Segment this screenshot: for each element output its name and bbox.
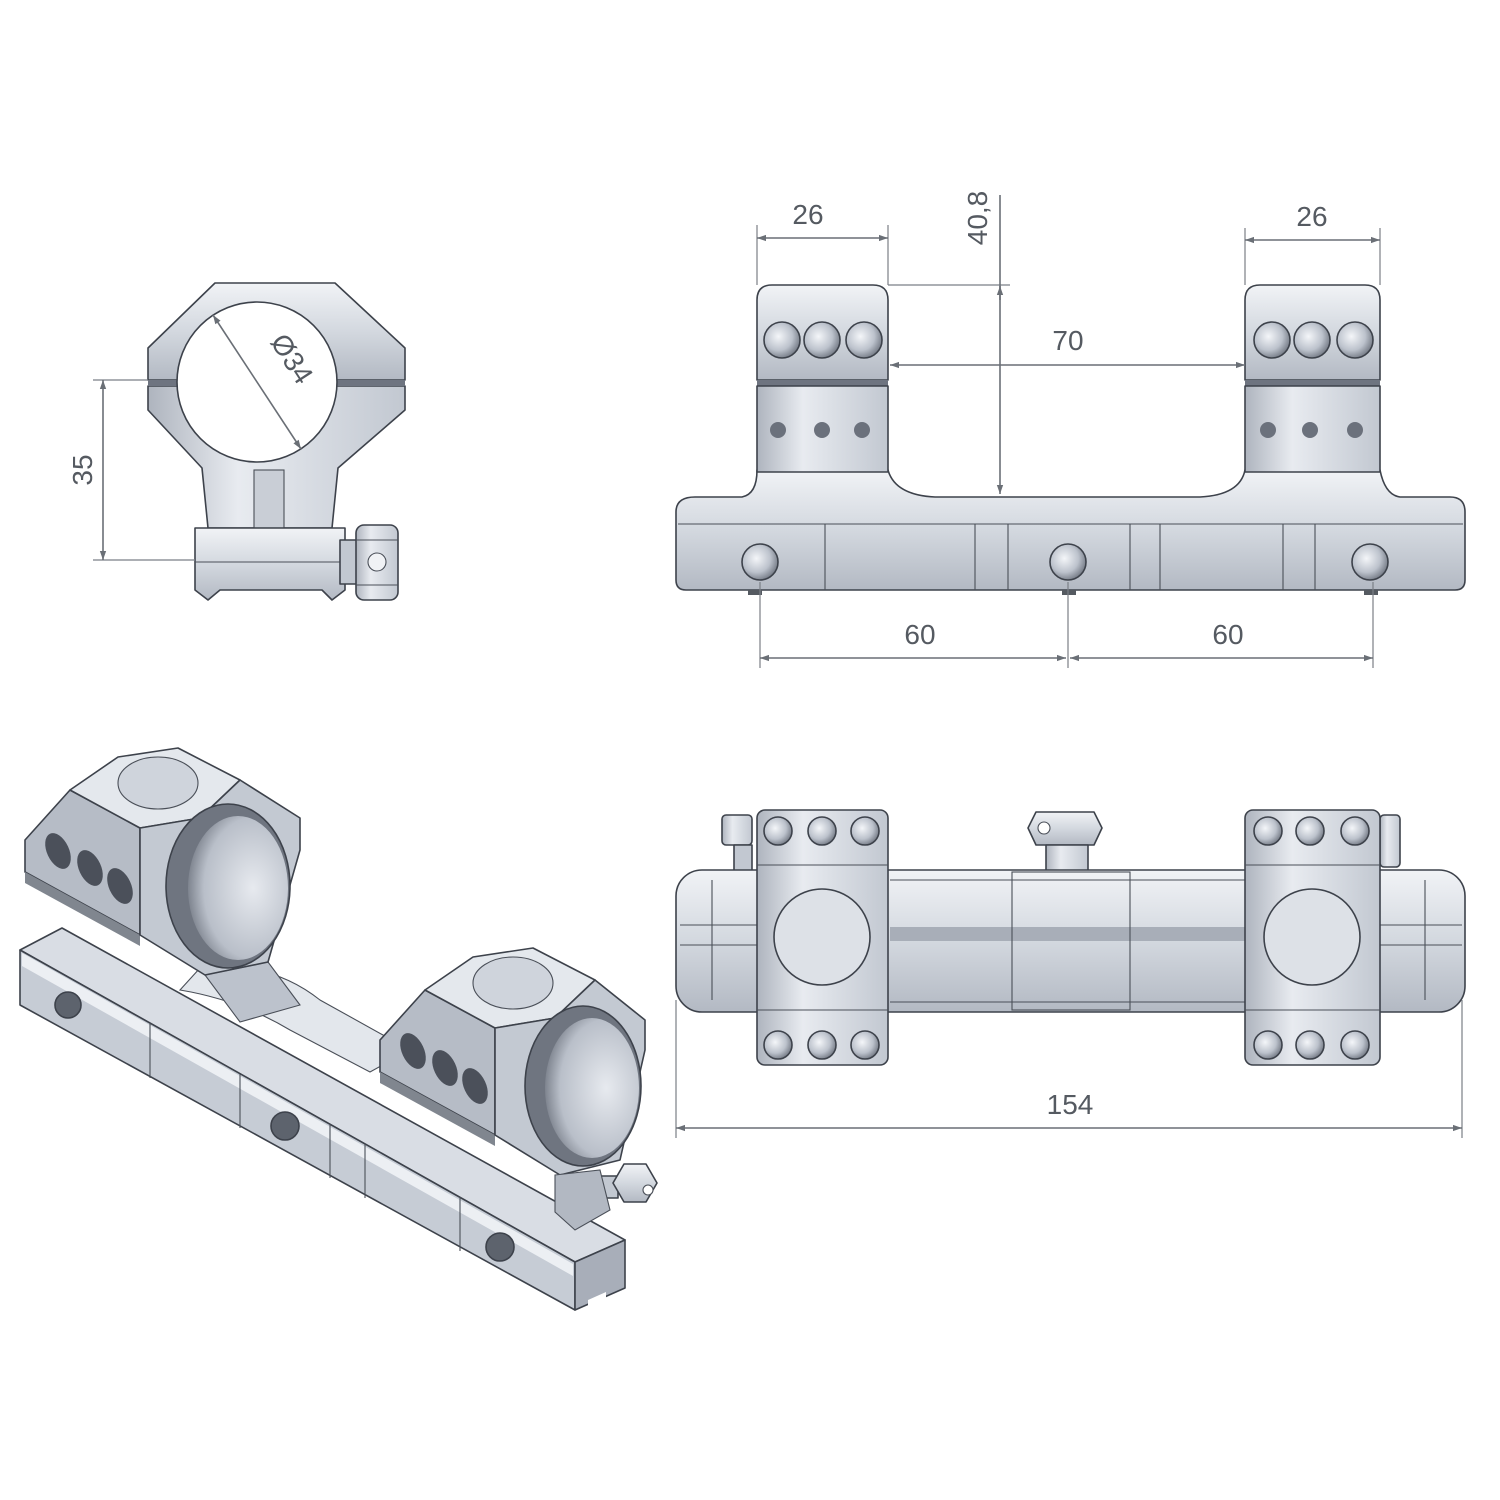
nut-hole-icon — [367, 552, 387, 572]
iso-cap-screw-icon — [400, 1033, 426, 1069]
recoil-lug-left-icon — [741, 543, 779, 581]
left-bolt-spacing-label: 60 — [904, 619, 935, 650]
torx-screw-icon — [1340, 1030, 1370, 1060]
torx-screw-icon — [1253, 1030, 1283, 1060]
diameter-dimension-line — [212, 314, 302, 450]
iso-knob-nut — [612, 1163, 658, 1203]
base-screw-hole-icon — [814, 422, 830, 438]
top-view: 154 — [675, 809, 1466, 1138]
center-block-outline — [1011, 871, 1131, 1011]
cap-screw-icon — [845, 321, 883, 359]
left-ring-width-label: 26 — [792, 199, 823, 230]
base-section-lines — [824, 524, 1316, 590]
iso-lug-middle-icon — [270, 1111, 300, 1141]
recoil-lug-middle-icon — [1049, 543, 1087, 581]
iso-base-end — [574, 1239, 626, 1311]
height-label: 35 — [67, 454, 98, 485]
cap-screw-icon — [803, 321, 841, 359]
iso-left-ring — [24, 747, 301, 976]
center-knob-nut — [1027, 811, 1103, 846]
lug-tab — [1364, 590, 1378, 595]
right-ring-side — [1244, 284, 1381, 473]
base-screw-hole-icon — [854, 422, 870, 438]
ring-top-recess — [773, 888, 871, 986]
torx-screw-icon — [1340, 816, 1370, 846]
iso-base-front-highlight — [22, 953, 573, 1276]
left-clamp-shaft — [733, 844, 753, 872]
iso-ring-split — [380, 1072, 495, 1146]
base-screw-hole-icon — [1302, 422, 1318, 438]
lug-tab — [748, 590, 762, 595]
iso-cap-screw-icon — [462, 1068, 488, 1104]
recoil-lug-right-icon — [1351, 543, 1389, 581]
base-screw-hole-icon — [1260, 422, 1276, 438]
right-ring-split — [1245, 380, 1380, 386]
right-bolt-spacing-label: 60 — [1212, 619, 1243, 650]
base-screw-hole-icon — [1347, 422, 1363, 438]
iso-ring-bore-inner — [545, 1018, 639, 1158]
cap-screw-icon — [763, 321, 801, 359]
isometric-view — [19, 747, 658, 1311]
base-screw-hole-icon — [770, 422, 786, 438]
torx-screw-icon — [763, 816, 793, 846]
rail-clamp-base — [194, 527, 346, 601]
iso-ring-top-recess — [117, 756, 199, 810]
center-height-label: 40,8 — [962, 191, 993, 246]
knob-hole-icon — [1037, 821, 1051, 835]
side-view: 26 26 40,8 70 60 60 — [675, 191, 1466, 668]
ring-top-recess — [1263, 888, 1361, 986]
right-ring-top — [1244, 809, 1381, 1066]
ring-spacing-label: 70 — [1052, 325, 1083, 356]
torx-screw-icon — [1295, 816, 1325, 846]
right-clamp-nut — [1379, 814, 1401, 868]
iso-cap-screw-icon — [432, 1050, 458, 1086]
neck-slot — [253, 469, 285, 529]
iso-cap-screw-icon — [45, 833, 71, 869]
left-ring-split — [757, 380, 888, 386]
iso-ring-bore-inner — [188, 816, 288, 960]
cap-screw-icon — [1336, 321, 1374, 359]
lug-tab — [1062, 590, 1076, 595]
iso-knob-hole-icon — [642, 1184, 654, 1196]
iso-clamp-jaw — [554, 1169, 611, 1231]
iso-right-ring — [379, 947, 646, 1176]
left-clamp-nut — [721, 814, 753, 846]
iso-lug-left-icon — [54, 991, 82, 1019]
iso-cap-screw-icon — [107, 868, 133, 904]
cap-screw-icon — [1253, 321, 1291, 359]
torx-screw-icon — [807, 816, 837, 846]
iso-lug-right-icon — [485, 1232, 515, 1262]
left-ring-side — [756, 284, 889, 473]
cap-screw-icon — [1293, 321, 1331, 359]
center-rail-groove — [890, 927, 1245, 941]
iso-ring-top-recess — [472, 956, 554, 1010]
torx-screw-icon — [1295, 1030, 1325, 1060]
right-ring-width-label: 26 — [1296, 201, 1327, 232]
center-knob-shaft — [1045, 844, 1089, 873]
left-ring-top — [756, 809, 889, 1066]
overall-length-label: 154 — [1047, 1089, 1094, 1120]
torx-screw-icon — [850, 1030, 880, 1060]
iso-dovetail-notch — [588, 1292, 606, 1311]
front-view: Ø34 35 — [67, 282, 406, 601]
torx-screw-icon — [850, 816, 880, 846]
iso-ring-split — [25, 872, 140, 946]
torx-screw-icon — [1253, 816, 1283, 846]
iso-cap-screw-icon — [77, 850, 103, 886]
torx-screw-icon — [807, 1030, 837, 1060]
iso-base-section-lines — [149, 1023, 461, 1251]
torx-screw-icon — [763, 1030, 793, 1060]
